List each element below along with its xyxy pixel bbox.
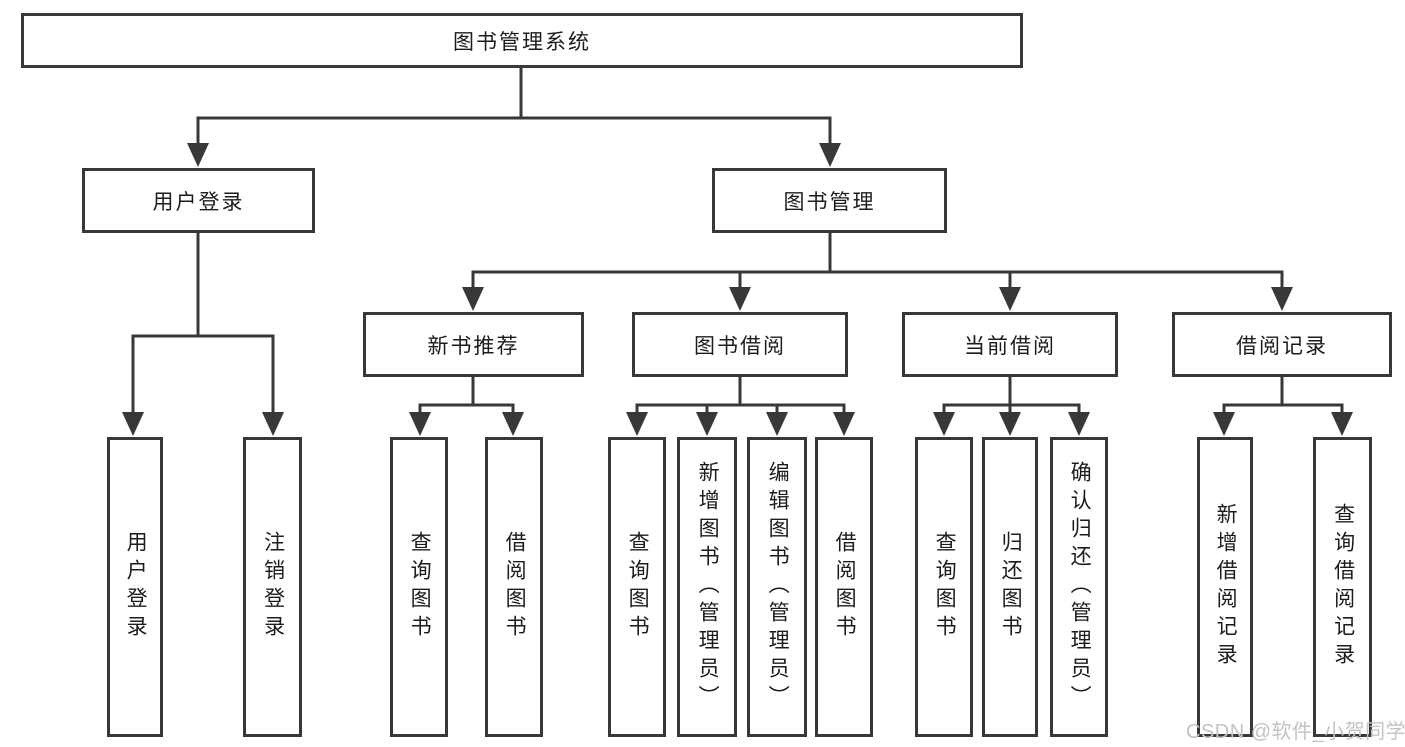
node-borrowing-records: 借阅记录 [1172,312,1392,377]
node-label: 查询图书 [626,531,650,643]
leaf-borrowing-borrow-books: 借阅图书 [815,437,873,737]
node-label: 查询图书 [408,531,432,643]
node-label: 新增图书（管理员） [696,461,720,713]
connector-records-to-leaves [1222,375,1344,418]
leaf-current-return-books: 归还图书 [982,437,1038,737]
arrow-down-icon [409,412,431,436]
node-user-login: 用户登录 [82,168,315,233]
connector-newbooks-to-leaves [418,375,515,418]
leaf-newbooks-borrow-books: 借阅图书 [485,437,543,737]
leaf-user-login: 用户登录 [107,437,163,737]
leaf-records-query-record: 查询借阅记录 [1313,437,1372,737]
arrow-down-icon [122,412,144,436]
connector-root-to-level2 [196,65,832,148]
leaf-current-query-books: 查询图书 [915,437,973,737]
node-book-borrowing: 图书借阅 [632,312,848,377]
node-label: 注销登录 [261,531,285,643]
node-library-system: 图书管理系统 [21,13,1023,68]
connector-current-to-leaves [942,375,1081,418]
arrow-down-icon [262,412,284,436]
node-label: 编辑图书（管理员） [766,461,790,713]
leaf-records-add-record: 新增借阅记录 [1197,437,1253,737]
node-book-management: 图书管理 [712,168,947,233]
arrow-down-icon [462,287,484,311]
node-label: 图书管理 [783,190,876,214]
node-label: 查询借阅记录 [1331,503,1355,671]
arrow-down-icon [999,412,1021,436]
arrow-down-icon [1331,412,1353,436]
node-label: 图书借阅 [694,334,786,358]
arrow-down-icon [626,412,648,436]
leaf-borrowing-query-books: 查询图书 [608,437,666,737]
node-label: 用户登录 [124,531,148,643]
leaf-borrowing-add-books-admin: 新增图书（管理员） [677,437,737,737]
node-label: 借阅记录 [1236,334,1328,358]
arrow-down-icon [187,143,209,167]
arrow-down-icon [696,412,718,436]
node-label: 图书管理系统 [453,30,591,54]
leaf-logout: 注销登录 [243,437,302,737]
arrow-down-icon [766,412,788,436]
node-label: 借阅图书 [503,531,527,643]
node-label: 新增借阅记录 [1214,503,1238,671]
node-label: 用户登录 [152,190,245,214]
leaf-current-confirm-return-admin: 确认归还（管理员） [1050,437,1108,737]
arrow-down-icon [819,143,841,167]
arrow-down-icon [729,287,751,311]
node-current-borrowing: 当前借阅 [902,312,1118,377]
leaf-borrowing-edit-books-admin: 编辑图书（管理员） [747,437,807,737]
node-label: 归还图书 [999,531,1023,643]
arrowheads [122,143,1353,436]
node-label: 确认归还（管理员） [1068,461,1092,713]
node-label: 借阅图书 [833,531,857,643]
node-label: 新书推荐 [427,334,520,358]
arrow-down-icon [833,412,855,436]
arrow-down-icon [1213,412,1235,436]
connector-bookmgmt-to-level3 [471,231,1284,292]
arrow-down-icon [933,412,955,436]
node-label: 当前借阅 [964,334,1056,358]
connector-borrowing-to-leaves [635,375,846,418]
arrow-down-icon [1068,412,1090,436]
node-label: 查询图书 [933,531,957,643]
connector-userlogin-to-leaves [131,231,275,418]
node-new-book-recommend: 新书推荐 [363,312,584,377]
arrow-down-icon [502,412,524,436]
arrow-down-icon [1271,287,1293,311]
leaf-newbooks-query-books: 查询图书 [390,437,448,737]
csdn-watermark: CSDN @软件_小贺同学 [1186,721,1405,743]
arrow-down-icon [999,287,1021,311]
